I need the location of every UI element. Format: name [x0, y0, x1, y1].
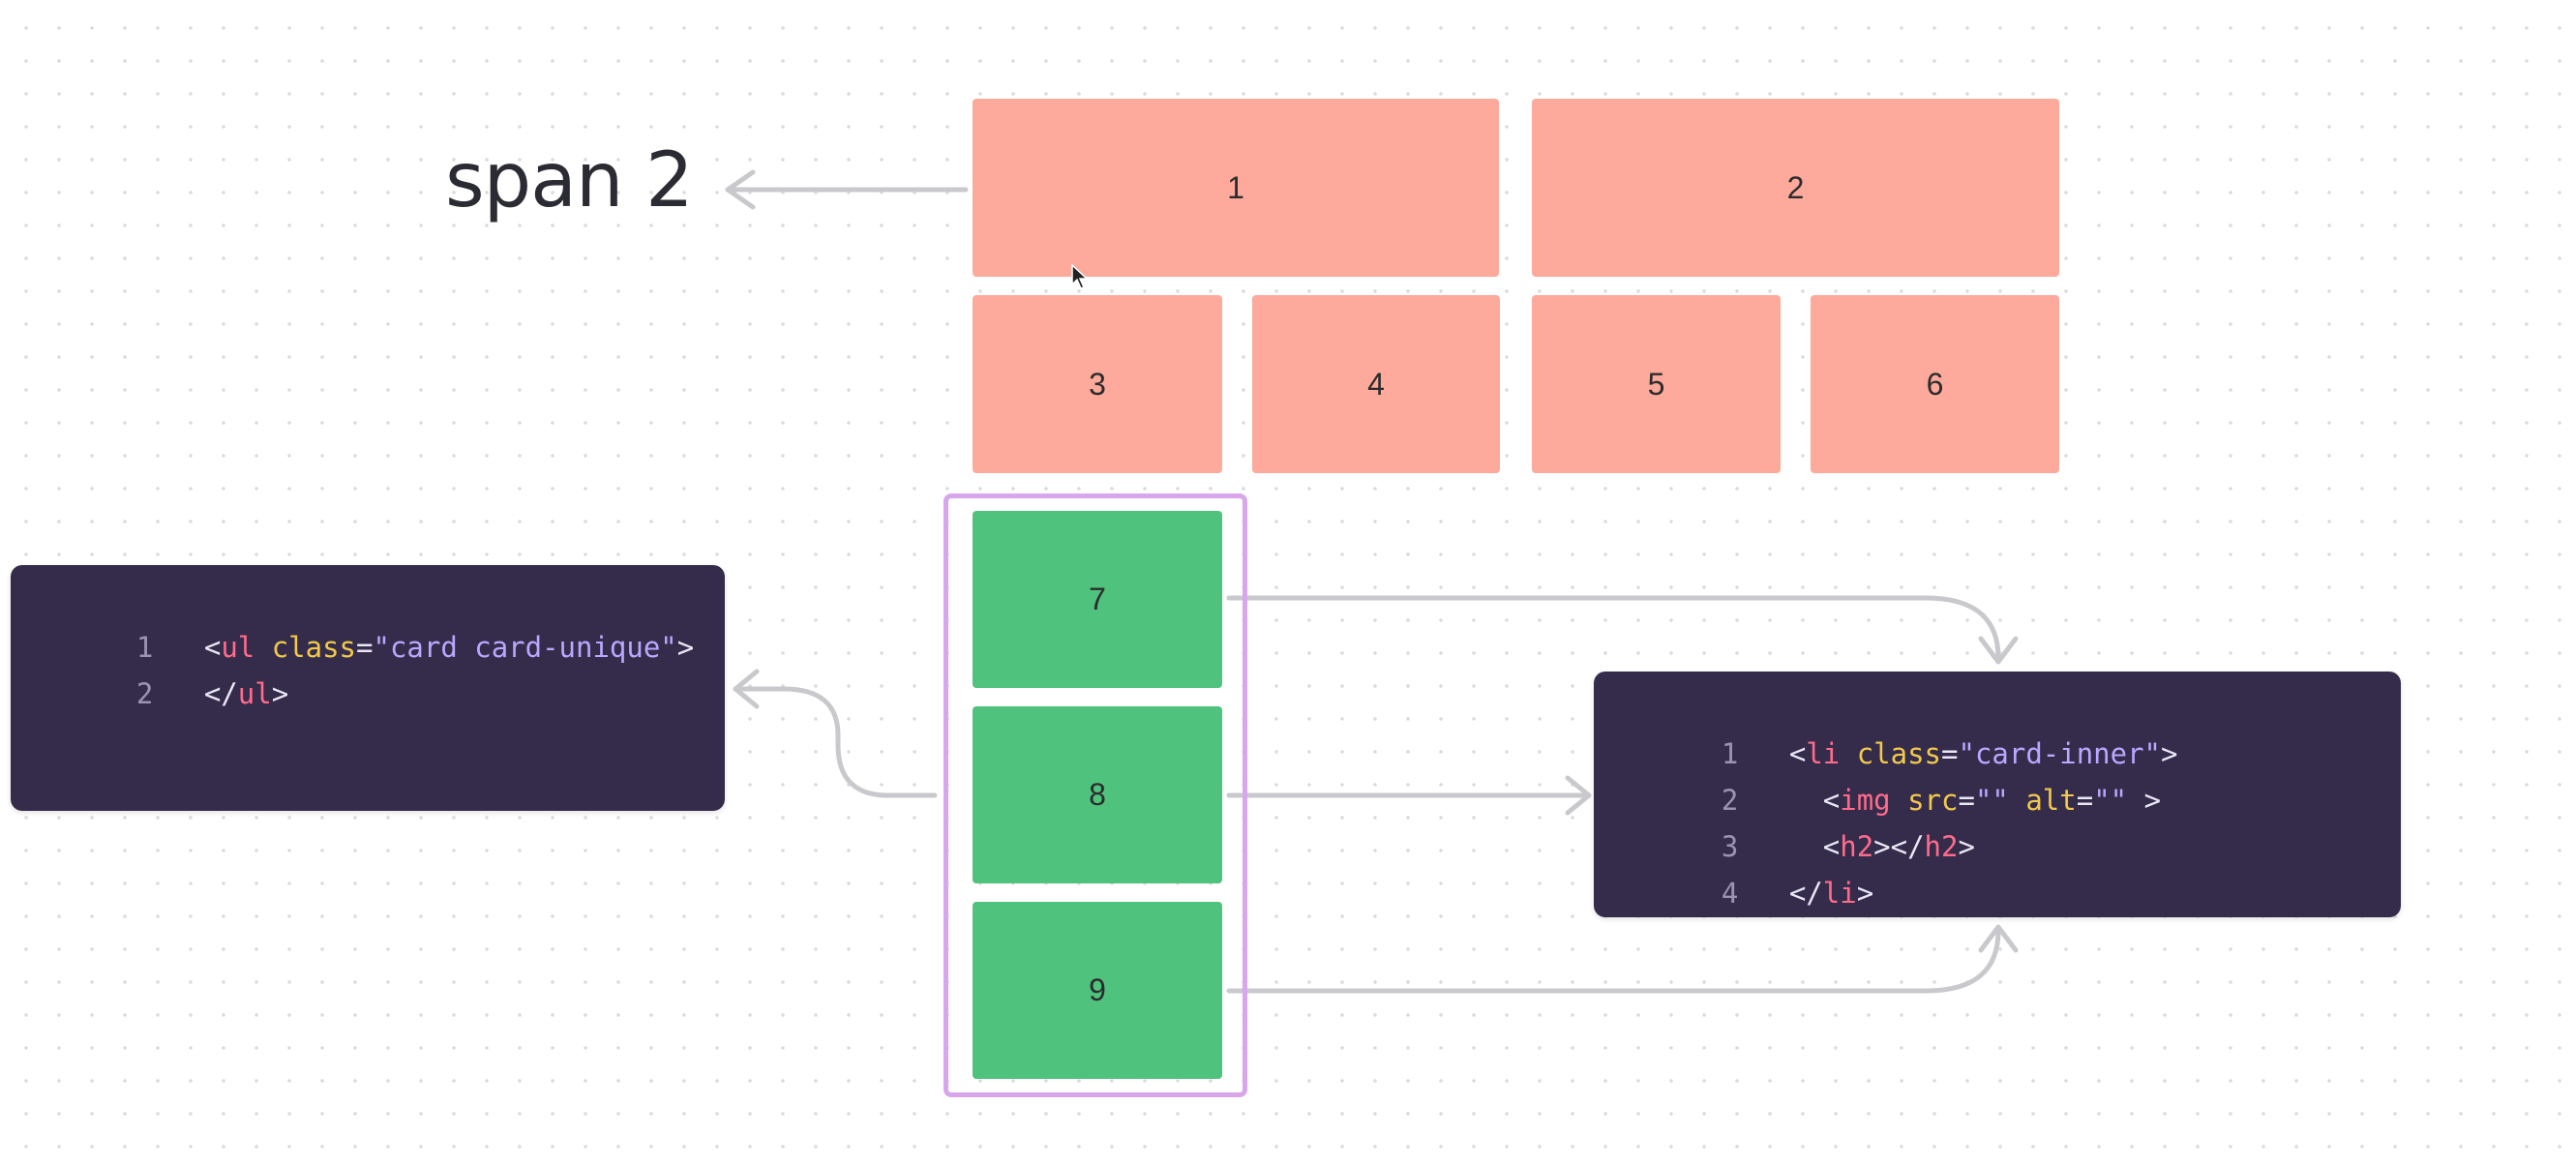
grid-item-3: 3: [973, 295, 1222, 473]
card-item-7: 7: [973, 511, 1222, 688]
group-arrow: [733, 686, 938, 798]
line-number: 1: [135, 631, 154, 664]
card-7-arrow: [1226, 595, 2001, 661]
card-7-arrow-head: [1978, 636, 2019, 665]
grid-item-4: 4: [1252, 295, 1500, 473]
span-2-label: span 2: [445, 137, 694, 224]
grid-item-6: 6: [1811, 295, 2059, 473]
line-number: 2: [135, 677, 154, 710]
code-line: 1<li class="card-inner">: [1721, 737, 2178, 770]
line-number: 4: [1721, 877, 1739, 910]
code-line: 4</li>: [1721, 877, 1874, 910]
code-panel-ul: 1<ul class="card card-unique"> 2</ul>: [11, 565, 725, 811]
grid-item-5: 5: [1532, 295, 1781, 473]
line-number: 1: [1721, 737, 1739, 770]
code-line: 3 <h2></h2>: [1721, 830, 1975, 863]
line-number: 3: [1721, 830, 1739, 863]
card-9-arrow: [1226, 928, 2001, 994]
grid-item-1: 1: [973, 99, 1499, 277]
card-8-arrow-head: [1565, 775, 1592, 816]
code-line: 2 <img src="" alt="" >: [1721, 784, 2162, 817]
card-9-arrow-head: [1978, 924, 2019, 953]
mouse-cursor-icon: [1071, 263, 1089, 289]
card-group-outline: [944, 493, 1247, 1097]
card-item-8: 8: [973, 706, 1222, 883]
code-panel-li: 1<li class="card-inner"> 2 <img src="" a…: [1594, 672, 2401, 917]
line-number: 2: [1721, 784, 1739, 817]
grid-item-2: 2: [1532, 99, 2059, 277]
card-item-9: 9: [973, 902, 1222, 1079]
group-arrow-head: [733, 669, 760, 709]
code-line: 2</ul>: [135, 677, 289, 710]
span-arrow-head: [725, 169, 756, 210]
code-line: 1<ul class="card card-unique">: [135, 631, 695, 664]
